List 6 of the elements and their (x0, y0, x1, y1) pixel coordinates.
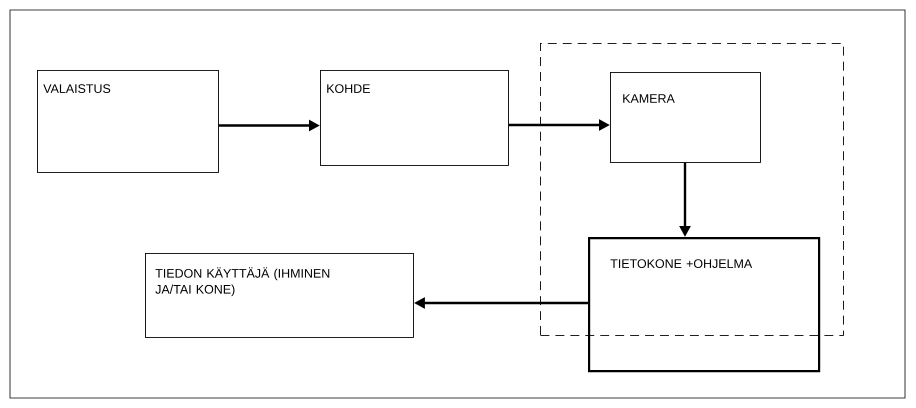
process-box: TIETOKONE +OHJELMA (588, 237, 820, 372)
process-box: KAMERA (610, 72, 761, 163)
dashed-region (540, 43, 844, 336)
process-box: TIEDON KÄYTTÄJÄ (IHMINEN JA/TAI KONE) (145, 253, 414, 338)
process-box: VALAISTUS (37, 70, 219, 173)
process-box: KOHDE (320, 70, 509, 166)
